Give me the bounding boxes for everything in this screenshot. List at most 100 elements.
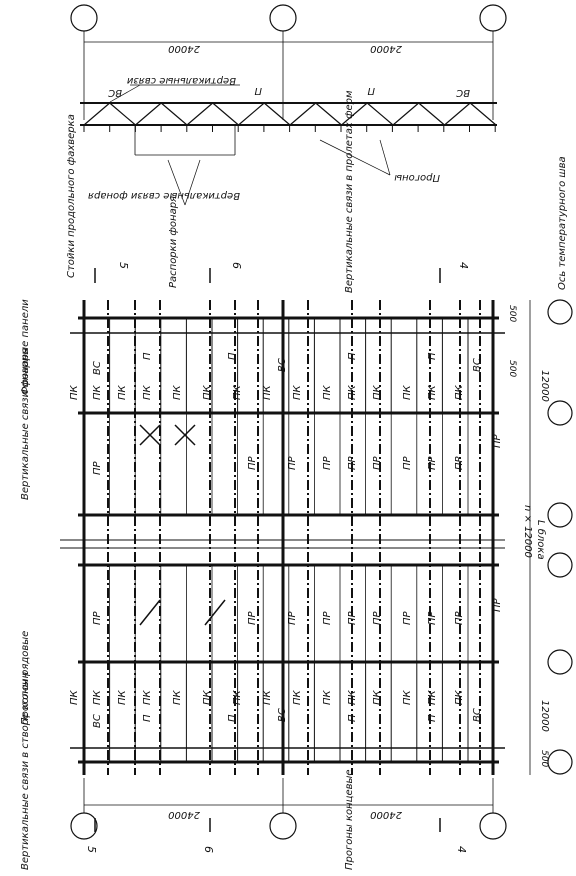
vertical-ties-label: Вертикальные связи [126,75,236,86]
section-bottom-6: 6 [202,846,215,853]
pk-label-bottom-13: ПК [427,689,438,705]
pk-label-top-14: ПК [454,384,465,400]
truss-diagonal [315,102,342,126]
vs-label-plan-3: ВС [92,714,103,728]
longitudinal-posts-label: Стойки продольного фахверка [66,114,77,278]
pk-label-top-7: ПК [262,384,273,400]
pk-label-bottom-1: ПК [92,689,103,705]
section-top-4: 4 [457,262,470,269]
p-label-1: П [227,352,238,360]
pr-label-top-7: ПР [427,455,438,470]
pr-label-bottom-7: ПР [427,610,438,625]
axis-circle-right-5 [547,749,573,775]
pr-label-top-2: ПР [287,455,298,470]
dim-bottom-left: 24000 [168,809,200,820]
axis-circle-bottom-left [70,812,98,840]
axis-circle-bottom-right [479,812,507,840]
axis-markers [70,4,573,840]
dim-step-right: 12000 [539,370,550,402]
truss-diagonal [444,102,471,126]
section-bottom-5: 5 [85,846,98,853]
p-label-3: П [427,352,438,360]
pk-label-top-11: ПК [372,384,383,400]
truss-diagonal [469,102,497,126]
dim-step-left: 12000 [539,700,550,732]
pr-label-bottom-4: ПР [347,610,358,625]
leader [109,84,141,103]
lantern-tie [204,599,226,626]
pk-label-bottom-14: ПК [454,689,465,705]
vs-label: ВС [456,87,470,98]
truss-diagonal [212,102,239,126]
pk-label-top-12: ПК [402,384,413,400]
axis-circle-top-right [479,4,507,32]
truss-diagonal [341,102,368,126]
pk-label-bottom-0: ПК [69,689,80,705]
dim-block-n: n × 12000 [522,505,533,558]
pr-label-top-6: ПР [402,455,413,470]
dim-bottom-right: 24000 [370,809,402,820]
truss-diagonal [109,102,136,126]
p-label-6: П [347,714,358,722]
axis-circle-right-0 [547,299,573,325]
vs-label-plan-0: ВС [92,361,103,375]
section-bottom-4: 4 [455,846,468,853]
pr-label-top-1: ПР [247,455,258,470]
vs-label-plan-5: ВС [472,708,483,722]
pk-label-bottom-6: ПК [232,689,243,705]
pr-label-bottom-1: ПР [247,610,258,625]
pr-label-bottom-5: ПР [372,610,383,625]
axis-circle-top-left [70,4,98,32]
pk-label-top-0: ПК [69,384,80,400]
axis-circle-right-3 [547,552,573,578]
leader [184,159,201,206]
axis-circle-right-2 [547,502,573,528]
dim-500-a: 500 [507,305,517,322]
axis-circle-right-4 [547,649,573,675]
plan-lines [60,31,531,832]
vs-label-plan-1: ВС [277,358,288,372]
section-top-5: 5 [117,262,130,269]
pk-label-bottom-9: ПК [322,689,333,705]
pk-label-bottom-3: ПК [142,689,153,705]
lantern-struts-label: Распорки фонаря [168,196,179,288]
truss-diagonal [392,102,420,126]
row-purlins-label: Прогоны рядовые [20,631,31,725]
dim-top-left: 24000 [168,43,200,54]
expansion-axis-label: Ось температурного шва [557,156,568,290]
pr-label-top-4: ПР [347,455,358,470]
p-label: П [367,85,375,96]
pk-label-top-13: ПК [427,384,438,400]
dim-500-left: 500 [539,750,549,767]
lantern-tie [174,424,196,446]
vs-label-plan-4: ВС [277,708,288,722]
pr-label-bottom-3: ПР [322,610,333,625]
column-ties-label: Вертикальные связи в створе колонн [20,671,31,870]
truss-diagonal [263,102,291,126]
pr-label-top-9: ПР [492,433,503,448]
pr-label-top-5: ПР [372,455,383,470]
lantern-ties-plan-label: Вертикальные связи фонаря [20,348,31,500]
axis-circle-bottom-mid [269,812,297,840]
vertical-ties-truss-label: Вертикальные связи в пролетах ферм [344,90,355,293]
pk-label-top-1: ПК [92,384,103,400]
pr-label-top-8: ПР [454,455,465,470]
pk-label-top-8: ПК [292,384,303,400]
truss-diagonal [186,102,214,126]
pk-label-bottom-7: ПК [262,689,273,705]
pk-label-top-6: ПК [232,384,243,400]
pk-label-bottom-11: ПК [372,689,383,705]
pk-label-bottom-4: ПК [172,689,183,705]
truss-diagonal [160,102,188,126]
lantern-ties-label: Вертикальные связи фонаря [88,190,240,201]
p-label: П [254,85,262,96]
truss-diagonal [366,102,394,126]
truss-diagonal [238,102,265,126]
pr-label-top-0: ПР [92,460,103,475]
leader [319,139,391,176]
leader [167,159,186,206]
pk-label-bottom-5: ПК [202,689,213,705]
end-purlins-label: Прогоны концевые [344,769,355,870]
pk-label-top-2: ПК [117,384,128,400]
